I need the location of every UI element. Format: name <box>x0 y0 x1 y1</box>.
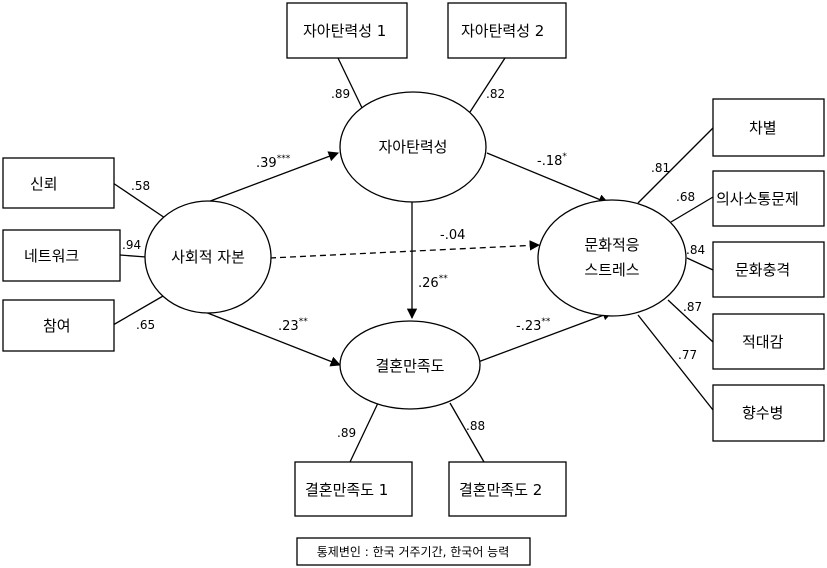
path-res-stress <box>486 152 609 205</box>
loading-resilience-2: .82 <box>486 87 505 101</box>
coef-res-mar: .26** <box>418 274 448 291</box>
box-marital-2: 결혼만족도 2 <box>448 461 567 517</box>
structural-paths <box>204 151 613 367</box>
box-participation: 참여 <box>2 299 115 352</box>
loading-marital-2: .88 <box>466 419 485 433</box>
control-note: 통제변인 : 한국 거주기간, 한국어 능력 <box>296 537 531 566</box>
box-homesickness: 향수병 <box>712 384 825 442</box>
svg-text:적대감: 적대감 <box>742 333 784 351</box>
svg-text:결혼만족도 1: 결혼만족도 1 <box>305 481 388 499</box>
svg-text:결혼만족도: 결혼만족도 <box>375 357 444 375</box>
latent-acculturative-stress: 문화적응 스트레스 <box>537 199 687 317</box>
latent-resilience: 자아탄력성 <box>339 91 487 203</box>
box-hostility: 적대감 <box>712 313 825 370</box>
svg-text:자아탄력성 2: 자아탄력성 2 <box>461 22 544 40</box>
svg-text:문화충격: 문화충격 <box>735 261 790 279</box>
coef-sc-mar: .23** <box>278 317 308 334</box>
loading-participation: .65 <box>136 318 155 332</box>
loading-labels: .58 .94 .65 .89 .82 .89 .88 .81 .68 .84 … <box>122 87 705 440</box>
path-sc-res <box>204 151 339 204</box>
coef-res-stress: -.18* <box>537 152 567 169</box>
loading-network: .94 <box>122 238 141 252</box>
svg-text:네트워크: 네트워크 <box>24 247 79 265</box>
svg-text:문화적응: 문화적응 <box>584 236 639 254</box>
coef-sc-stress: -.04 <box>440 228 465 243</box>
box-marital-1: 결혼만족도 1 <box>294 461 413 517</box>
loading-marital-1: .89 <box>337 426 356 440</box>
latent-social-capital: 사회적 자본 <box>144 200 272 314</box>
svg-text:결혼만족도 2: 결혼만족도 2 <box>459 481 542 499</box>
svg-text:의사소통문제: 의사소통문제 <box>716 190 799 208</box>
path-labels: .39*** -.18* -.04 .26** .23** -.23** <box>256 152 567 334</box>
box-communication: 의사소통문제 <box>712 170 825 227</box>
svg-text:신뢰: 신뢰 <box>30 175 58 193</box>
coef-mar-stress: -.23** <box>516 317 551 334</box>
path-sc-stress <box>269 240 541 259</box>
box-resilience-2: 자아탄력성 2 <box>447 2 567 59</box>
svg-text:스트레스: 스트레스 <box>584 261 639 279</box>
loading-lines <box>112 57 714 463</box>
latent-marital-satisfaction: 결혼만족도 <box>339 320 481 410</box>
box-discrimination: 차별 <box>712 98 825 157</box>
svg-text:자아탄력성: 자아탄력성 <box>378 138 447 156</box>
loading-trust: .58 <box>131 179 150 193</box>
loading-culture-shock: .84 <box>686 243 705 257</box>
svg-text:참여: 참여 <box>43 317 71 335</box>
loading-hostility: .87 <box>683 300 702 314</box>
box-resilience-1: 자아탄력성 1 <box>286 2 408 59</box>
loading-homesickness: .77 <box>678 348 697 362</box>
path-mar-stress <box>477 310 613 363</box>
box-culture-shock: 문화충격 <box>712 241 825 298</box>
path-sc-mar <box>204 311 341 367</box>
box-trust: 신뢰 <box>2 157 115 209</box>
box-network: 네트워크 <box>2 229 121 282</box>
loading-discrimination: .81 <box>651 161 670 175</box>
loading-resilience-1: .89 <box>331 87 350 101</box>
loading-communication: .68 <box>676 190 695 204</box>
svg-text:사회적 자본: 사회적 자본 <box>171 248 245 266</box>
svg-text:자아탄력성 1: 자아탄력성 1 <box>303 22 386 40</box>
svg-text:차별: 차별 <box>749 119 777 137</box>
svg-text:통제변인 : 한국 거주기간, 한국어 능력: 통제변인 : 한국 거주기간, 한국어 능력 <box>317 545 510 559</box>
svg-text:향수병: 향수병 <box>742 404 783 422</box>
coef-sc-res: .39*** <box>256 154 291 171</box>
